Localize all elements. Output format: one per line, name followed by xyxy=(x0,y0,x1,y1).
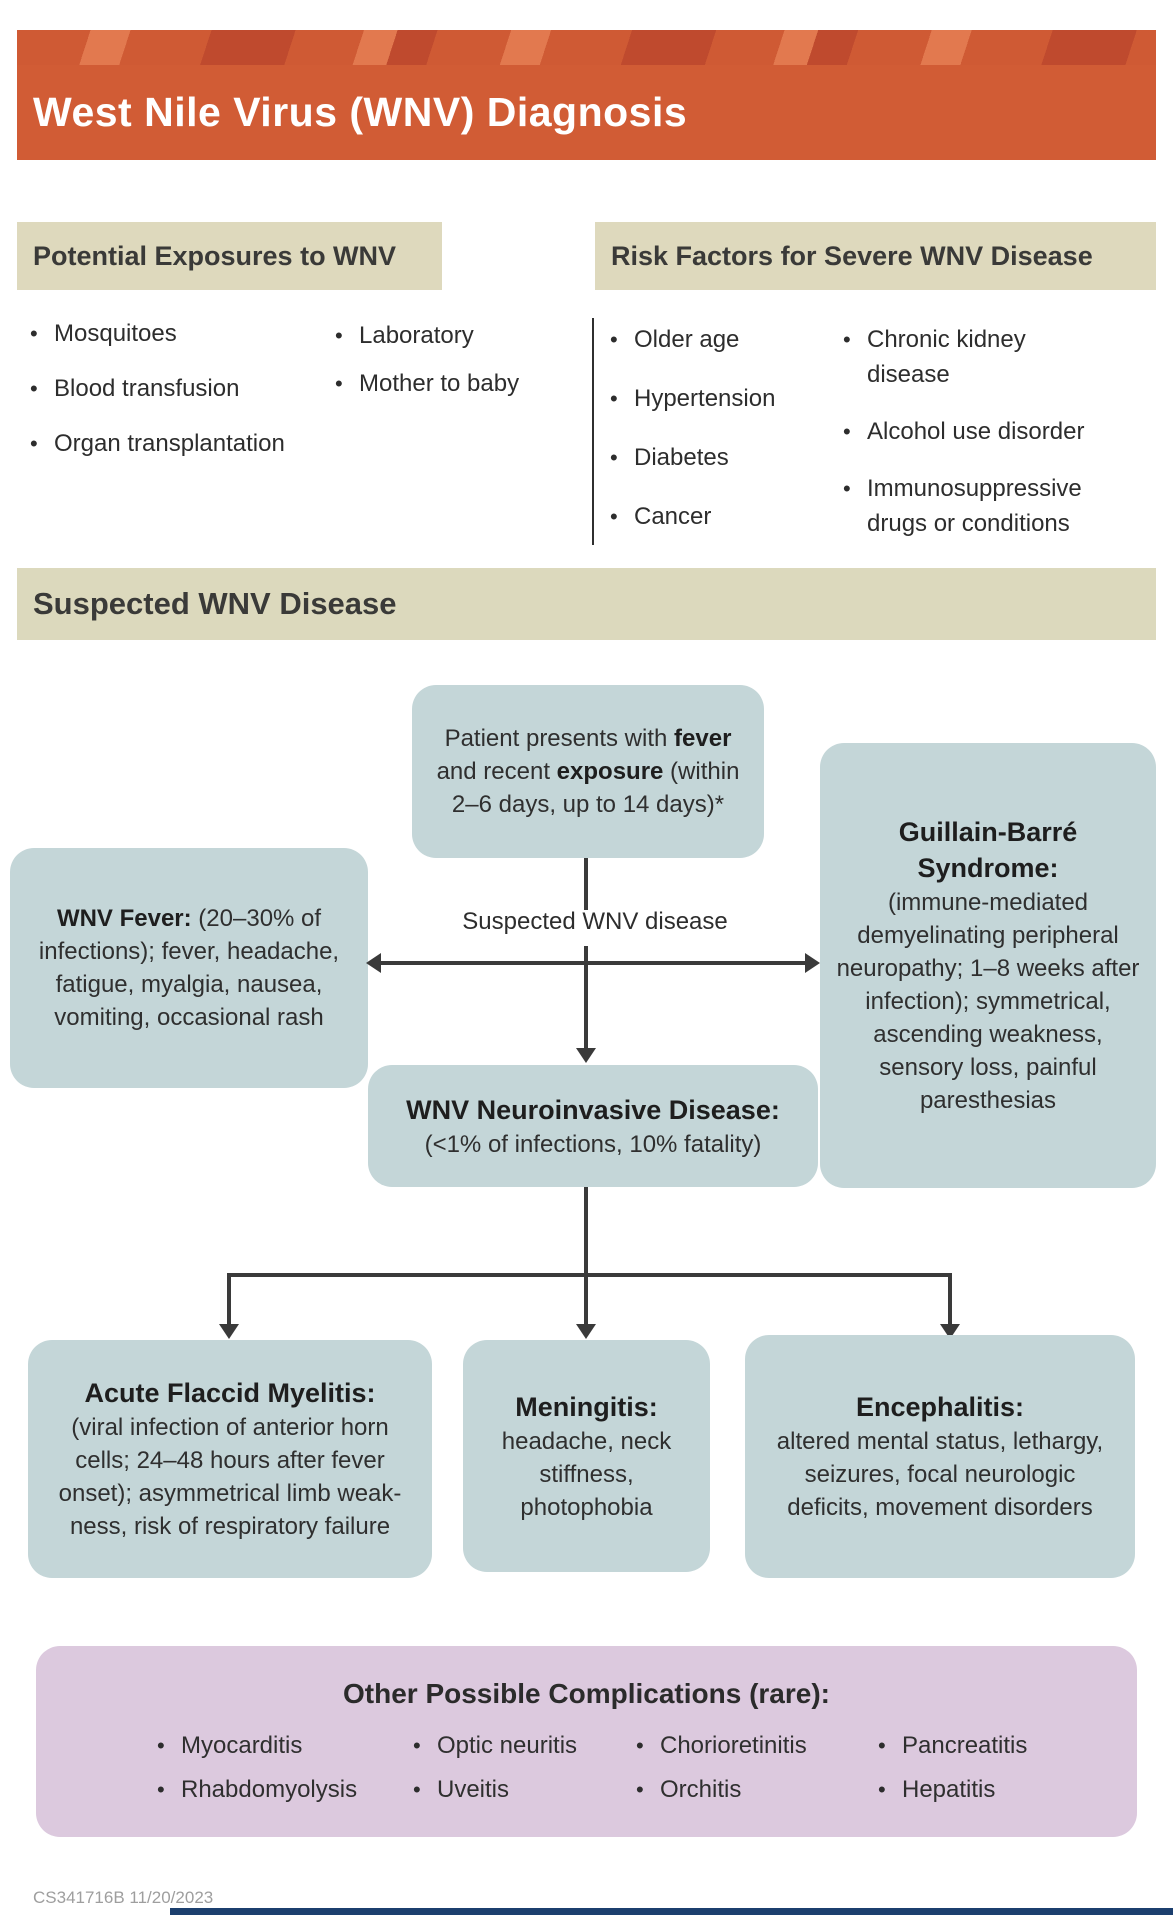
risk-factors-list-col1: Older age Hypertension Diabetes Cancer xyxy=(610,322,775,558)
list-item: Mother to baby xyxy=(335,366,519,401)
meningitis-box: Meningitis: headache, neck stiffness, ph… xyxy=(463,1340,710,1572)
box-title: WNV Neuroinvasive Disease: xyxy=(406,1094,780,1125)
suspected-wnv-band: Suspected WNV Disease xyxy=(17,568,1156,640)
box-text-line: headache, neck xyxy=(501,1427,672,1455)
list-item: Older age xyxy=(610,322,775,357)
connector-line xyxy=(227,1273,952,1277)
list-item: Diabetes xyxy=(610,440,775,475)
list-item: Cancer xyxy=(610,499,775,534)
page-title: West Nile Virus (WNV) Diagnosis xyxy=(33,89,688,135)
list-item: Alcohol use disorder xyxy=(843,414,1101,449)
list-item: Chorioretinitis xyxy=(636,1728,807,1763)
list-item: Uveitis xyxy=(413,1772,577,1807)
connector-line xyxy=(584,946,588,1050)
complications-list-col4: Pancreatitis Hepatitis xyxy=(878,1728,1027,1816)
suspected-wnv-flow-label: Suspected WNV disease xyxy=(462,908,728,935)
complications-list-col2: Optic neuritis Uveitis xyxy=(413,1728,577,1816)
box-text-line: infection); symmetrical, xyxy=(865,988,1111,1015)
box-text-line: Patient presents with fever xyxy=(444,725,732,752)
encephalitis-box: Encephalitis: altered mental status, let… xyxy=(745,1335,1135,1578)
box-title: Acute Flaccid Myelitis: xyxy=(84,1378,376,1408)
risk-factors-list-col2: Chronic kidney disease Alcohol use disor… xyxy=(843,322,1101,563)
arrow-left-icon xyxy=(366,953,381,973)
box-title: Meningitis: xyxy=(515,1391,658,1422)
list-item: Chronic kidney disease xyxy=(843,322,1101,392)
box-text-line: ness, risk of respiratory failure xyxy=(69,1513,391,1540)
arrow-down-icon xyxy=(219,1324,239,1339)
wnv-fever-box: WNV Fever: (20–30% of infections); fever… xyxy=(10,848,368,1088)
box-text-line: WNV Fever: (20–30% of xyxy=(56,905,322,932)
bottom-accent-bar xyxy=(170,1908,1173,1915)
complications-title: Other Possible Complications (rare): xyxy=(343,1678,830,1709)
list-item: Hypertension xyxy=(610,381,775,416)
list-item: Organ transplantation xyxy=(30,426,285,461)
box-text-line: (immune-mediated xyxy=(887,889,1089,916)
arrow-down-icon xyxy=(576,1048,596,1063)
box-text-line: paresthesias xyxy=(919,1087,1057,1114)
list-item: Optic neuritis xyxy=(413,1728,577,1763)
box-title: Guillain-Barré xyxy=(898,817,1078,847)
box-text-line: 2–6 days, up to 14 days)* xyxy=(451,791,725,818)
neuroinvasive-box: WNV Neuroinvasive Disease: (<1% of infec… xyxy=(368,1065,818,1187)
risk-factors-header: Risk Factors for Severe WNV Disease xyxy=(595,222,1156,290)
complications-box: Other Possible Complications (rare): Myo… xyxy=(36,1646,1137,1837)
column-divider-line xyxy=(592,318,594,545)
list-item: Hepatitis xyxy=(878,1772,1027,1807)
complications-list-col1: Myocarditis Rhabdomyolysis xyxy=(157,1728,357,1816)
box-title: Encephalitis: xyxy=(855,1392,1025,1422)
list-item: Immunosuppressive drugs or conditions xyxy=(843,471,1101,541)
box-text-line: vomiting, occasional rash xyxy=(54,1004,324,1031)
box-text-line: fatigue, myalgia, nausea, xyxy=(55,971,323,998)
box-text-line: onset); asymmetrical limb weak- xyxy=(58,1480,402,1507)
box-title: Syndrome: xyxy=(917,853,1059,883)
guillain-barre-box: Guillain-Barré Syndrome: (immune-mediate… xyxy=(820,743,1156,1188)
connector-line xyxy=(584,1273,588,1326)
list-item: Mosquitoes xyxy=(30,316,285,351)
connector-line xyxy=(227,1273,231,1326)
banner-stripe-decoration xyxy=(17,30,1156,65)
box-text-line: neuropathy; 1–8 weeks after xyxy=(836,955,1140,982)
title-banner: West Nile Virus (WNV) Diagnosis xyxy=(17,30,1156,160)
box-text-line: photophobia xyxy=(520,1493,653,1521)
connector-line xyxy=(948,1273,952,1326)
box-text-line: (viral infection of anterior horn xyxy=(71,1414,389,1441)
box-text-line: ascending weakness, xyxy=(873,1021,1103,1048)
exposures-list-col1: Mosquitoes Blood transfusion Organ trans… xyxy=(30,316,285,481)
box-text-line: demyelinating peripheral xyxy=(857,922,1119,949)
box-text-line: infections); fever, headache, xyxy=(38,938,340,965)
connector-line xyxy=(381,961,807,965)
arrow-right-icon xyxy=(805,953,820,973)
list-item: Laboratory xyxy=(335,318,519,353)
connector-line xyxy=(584,858,588,910)
box-text-line: seizures, focal neurologic xyxy=(804,1461,1076,1488)
exposures-list-col2: Laboratory Mother to baby xyxy=(335,318,519,414)
list-item: Orchitis xyxy=(636,1772,807,1807)
box-text-line: (<1% of infections, 10% fatality) xyxy=(424,1130,762,1158)
list-item: Pancreatitis xyxy=(878,1728,1027,1763)
connector-line xyxy=(584,1187,588,1275)
document-id: CS341716B 11/20/2023 xyxy=(33,1888,214,1907)
acute-flaccid-myelitis-box: Acute Flaccid Myelitis: (viral infection… xyxy=(28,1340,432,1578)
patient-presents-box: Patient presents with fever and recent e… xyxy=(412,685,764,858)
box-text-line: deficits, movement disorders xyxy=(787,1494,1093,1521)
list-item: Blood transfusion xyxy=(30,371,285,406)
box-text-line: sensory loss, painful xyxy=(879,1054,1097,1081)
list-item: Myocarditis xyxy=(157,1728,357,1763)
box-text-line: cells; 24–48 hours after fever xyxy=(75,1447,385,1474)
list-item: Rhabdomyolysis xyxy=(157,1772,357,1807)
box-text-line: altered mental status, lethargy, xyxy=(776,1428,1104,1455)
box-text-line: stiffness, xyxy=(539,1460,634,1488)
arrow-down-icon xyxy=(576,1324,596,1339)
exposures-header: Potential Exposures to WNV xyxy=(17,222,442,290)
complications-list-col3: Chorioretinitis Orchitis xyxy=(636,1728,807,1816)
box-text-line: and recent exposure (within xyxy=(436,758,740,785)
